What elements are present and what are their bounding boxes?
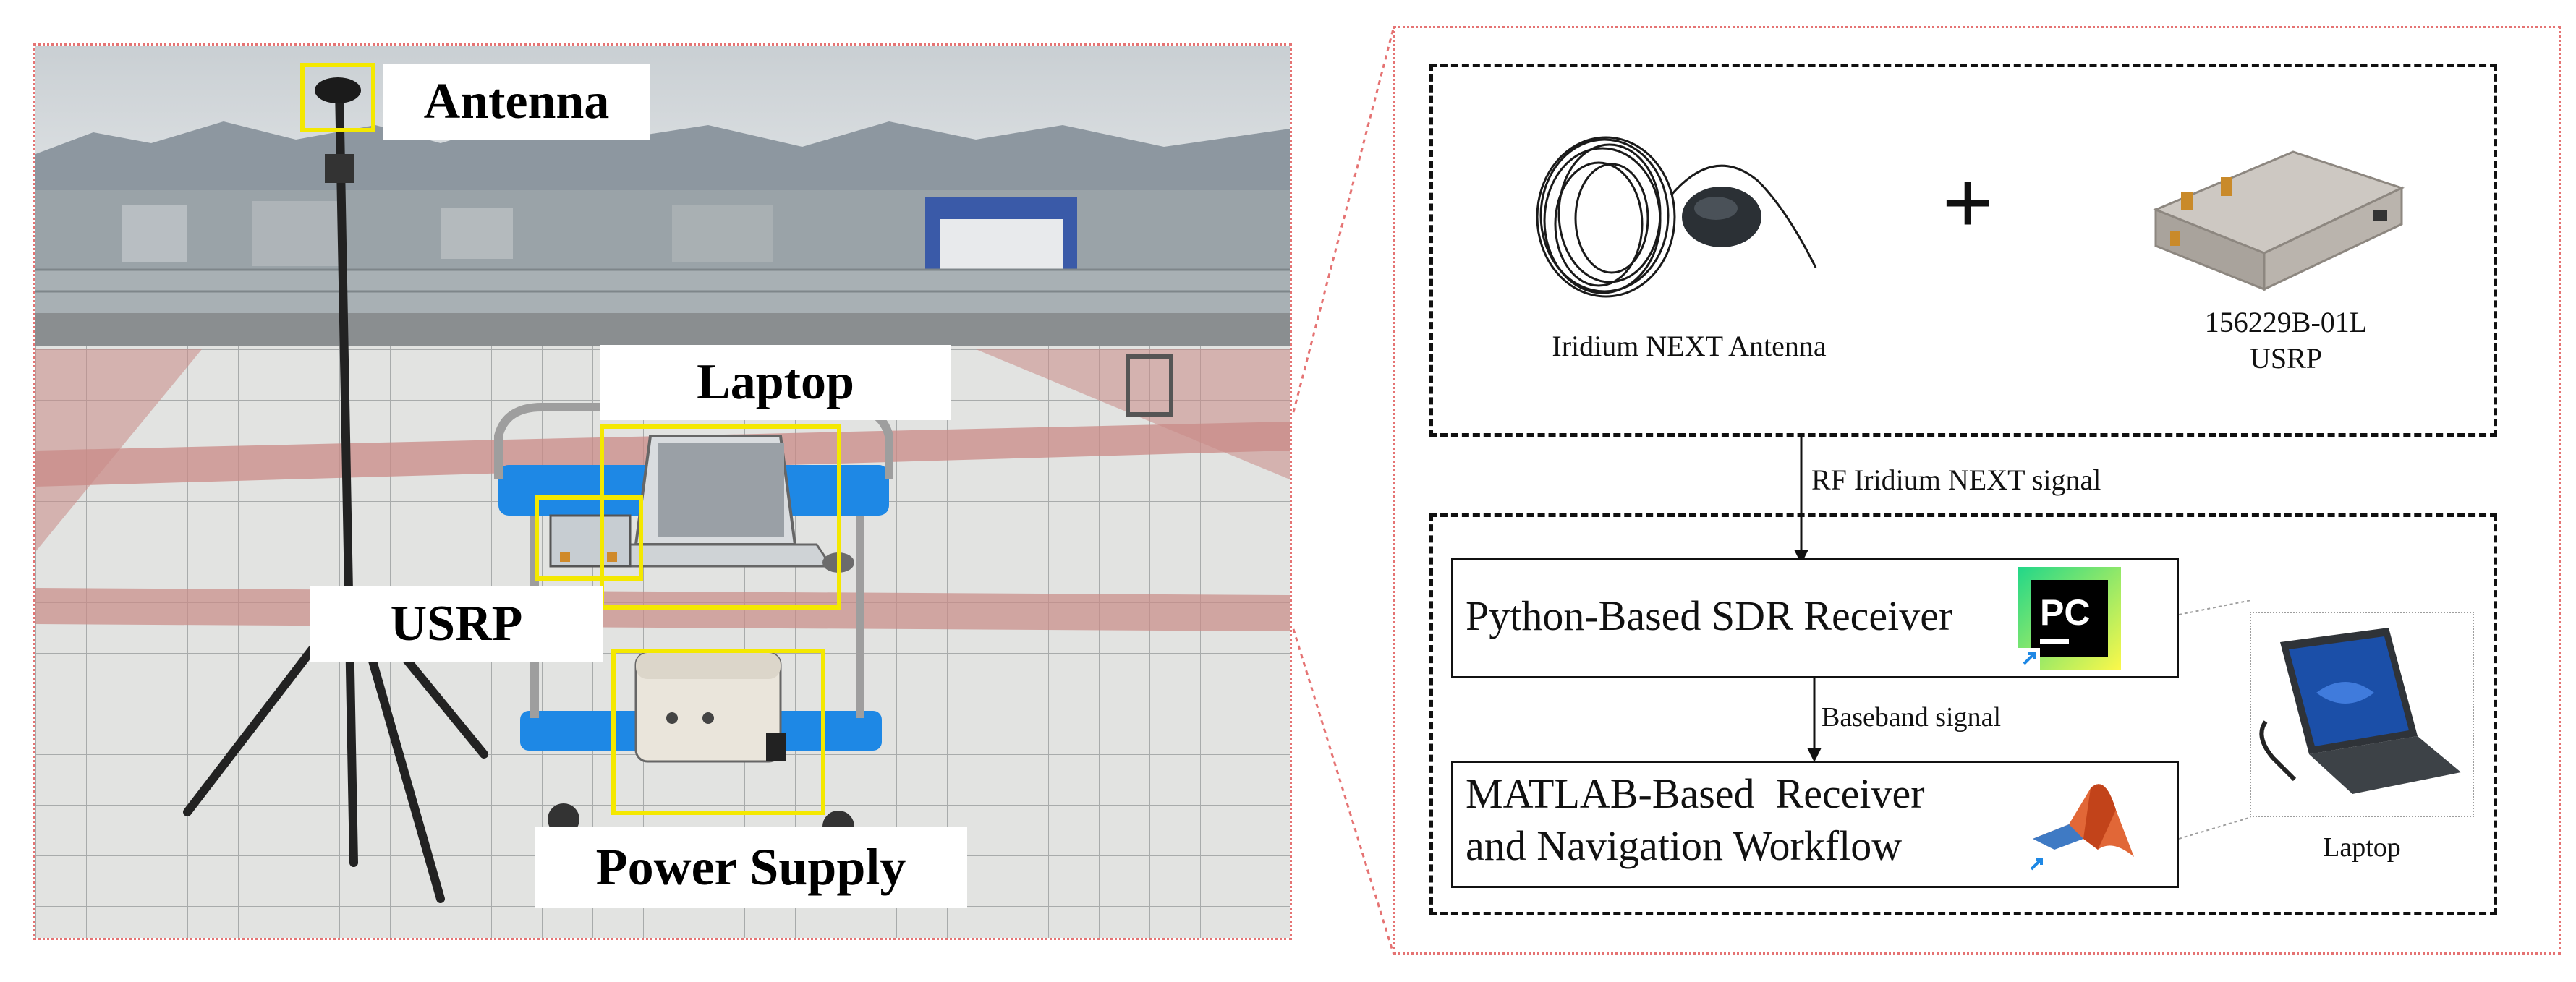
usrp-on-cart: [549, 514, 632, 568]
laptop-highlight: [600, 424, 841, 610]
antenna-label: Antenna: [383, 64, 650, 140]
laptop-label: Laptop: [600, 345, 951, 420]
usrp-caption-line2: USRP: [2249, 342, 2323, 375]
mountains: [35, 118, 1290, 212]
baseband-arrow: [1807, 678, 1822, 762]
plus-symbol: +: [1942, 154, 1994, 251]
pycharm-icon: PC: [2018, 567, 2121, 670]
power-supply-label: Power Supply: [535, 827, 967, 908]
system-diagram-frame: [1393, 26, 2561, 955]
rf-signal-label: RF Iridium NEXT signal: [1811, 464, 2101, 496]
matlab-receiver-line1: MATLAB-Based Receiver: [1466, 770, 1925, 817]
laptop-caption: Laptop: [2323, 832, 2401, 863]
usrp-highlight: [535, 495, 643, 581]
hardware-group: [1429, 64, 2497, 437]
iridium-antenna-image: [1536, 136, 1817, 298]
laptop-on-cart: [612, 435, 854, 573]
svg-text:PC: PC: [2040, 592, 2090, 633]
matlab-receiver-box: [1451, 761, 2179, 888]
python-receiver-label: Python-Based SDR Receiver: [1466, 592, 1953, 639]
laptop-thumbnail: [2259, 628, 2461, 794]
baseband-label: Baseband signal: [1822, 702, 2002, 733]
laptop-zoom-lines: [2179, 600, 2251, 840]
power-supply-box: [634, 652, 786, 763]
usrp-label: USRP: [310, 586, 603, 662]
usrp-caption-line1: 156229B-01L: [2204, 306, 2368, 338]
usrp-device-image: [2153, 150, 2405, 291]
antenna-highlight: [300, 63, 375, 132]
software-group: [1429, 513, 2497, 915]
laptop-thumbnail-frame: [2250, 612, 2474, 817]
antenna-caption: Iridium NEXT Antenna: [1552, 330, 1827, 362]
rooftop-scene: [35, 46, 1290, 938]
rf-signal-arrow: [1794, 437, 1808, 564]
matlab-icon: [2025, 784, 2134, 875]
matlab-receiver-line2: and Navigation Workflow: [1466, 822, 1903, 869]
field-test-photo: [35, 46, 1290, 938]
field-photo-frame: Antenna Laptop USRP Power Supply: [33, 43, 1292, 940]
power-supply-highlight: [611, 649, 825, 815]
